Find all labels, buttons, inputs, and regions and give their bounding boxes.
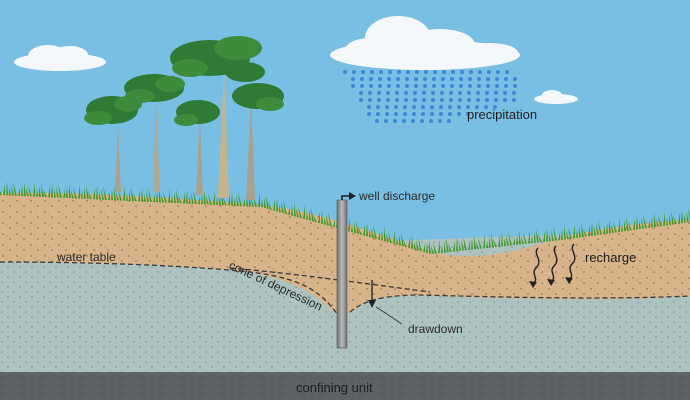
recharge-arrowheads (529, 277, 573, 288)
rain-cloud (330, 16, 520, 70)
discharge-arrow (349, 192, 356, 200)
tree-2 (124, 74, 185, 192)
precipitation-drops (343, 70, 517, 123)
tree-3 (174, 100, 220, 195)
cloud-left (14, 45, 106, 71)
recharge-label: recharge (585, 250, 636, 265)
tree-5 (232, 83, 284, 200)
drawdown-label: drawdown (408, 322, 463, 336)
tree-4 (170, 36, 265, 198)
precipitation-label: precipitation (467, 107, 537, 122)
cloud-small (534, 90, 578, 104)
well (336, 192, 356, 349)
discharge-pipe (341, 195, 352, 200)
tree-1 (84, 96, 142, 192)
recharge-arrows (532, 243, 576, 285)
well-discharge-label: well discharge (358, 189, 435, 203)
water-table-label: water table (56, 250, 116, 264)
trees (84, 36, 284, 200)
drawdown-arrow (368, 280, 403, 325)
original-water-table (229, 267, 431, 293)
grass (0, 181, 690, 254)
confining-unit-label: confining unit (296, 380, 373, 395)
